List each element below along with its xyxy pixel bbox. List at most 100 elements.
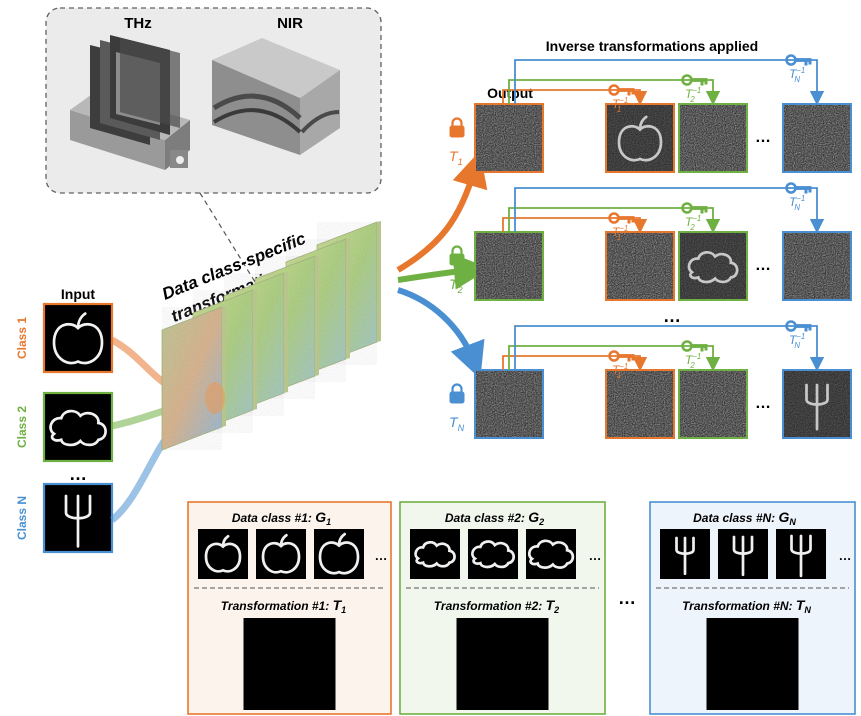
class-side-label: Class 1 <box>15 317 29 359</box>
nir-label: NIR <box>277 15 303 32</box>
apple-drawing-icon <box>318 532 360 575</box>
inverse-path <box>514 59 825 106</box>
inverse-result <box>605 369 675 439</box>
class-panel-1: Data class #1: G1…Transformation #1: T1 <box>187 501 392 715</box>
thz-label: THz <box>124 15 152 32</box>
thz-device-icon <box>70 35 190 170</box>
class-side-label: Class N <box>15 496 29 540</box>
row-ellipsis: … <box>755 257 771 274</box>
output-label: Output <box>487 85 533 101</box>
fork-drawing-icon <box>805 383 829 431</box>
input-class-2: Class 2 <box>15 391 114 463</box>
class-sample <box>410 529 460 579</box>
diffractive-layer-stack <box>161 221 381 451</box>
input-class-1: Class 1 <box>15 302 114 374</box>
inset-connector-line <box>199 192 261 291</box>
encrypted-output <box>474 369 544 439</box>
fork-drawing-icon <box>675 536 695 576</box>
transformation-mask <box>243 618 336 710</box>
fork-drawing-icon <box>64 494 92 548</box>
sample-ellipsis: … <box>589 548 602 563</box>
inverse-title: Inverse transformations applied <box>546 38 758 54</box>
class-sample <box>660 529 710 579</box>
class-sample <box>314 529 364 579</box>
lock-key-label: T2 <box>449 276 463 295</box>
input-ellipsis: … <box>69 464 87 484</box>
fork-drawing-icon <box>790 534 812 578</box>
row-ellipsis: … <box>755 129 771 146</box>
cloud-drawing-icon <box>49 409 107 447</box>
class-sample <box>776 529 826 579</box>
transformation-mask <box>456 618 549 710</box>
inverse-result <box>605 231 675 301</box>
sample-ellipsis: … <box>375 548 388 563</box>
class-side-label: Class 2 <box>15 406 29 448</box>
rows-ellipsis: … <box>663 306 681 326</box>
fork-drawing-icon <box>732 535 754 577</box>
fabricated-devices-inset: THz NIR <box>45 7 382 194</box>
panel-transform-header: Transformation #N: TN <box>682 597 811 615</box>
inverse-path <box>502 355 648 372</box>
lock-icon <box>448 245 466 267</box>
inverse-path <box>508 79 721 106</box>
lock-key-label: TN <box>449 414 465 433</box>
inverse-path <box>514 325 825 372</box>
class-panel-2: Data class #2: G2 … Transformation #2: T2 <box>399 501 606 715</box>
class-sample <box>718 529 768 579</box>
inverse-path <box>502 89 648 106</box>
inverse-result <box>782 103 852 173</box>
panel-header: Data class #N: GN <box>693 509 796 527</box>
apple-drawing-icon <box>52 312 104 365</box>
panel-header: Data class #2: G2 <box>445 509 544 527</box>
apple-drawing-icon <box>617 115 663 162</box>
output-beam-classN <box>397 287 485 379</box>
cloud-drawing-icon <box>687 251 739 284</box>
apple-drawing-icon <box>261 533 301 574</box>
inverse-result <box>782 231 852 301</box>
apple-drawing-icon <box>204 534 242 573</box>
output-beam-class1 <box>396 150 488 273</box>
panel-transform-header: Transformation #1: T1 <box>221 597 346 615</box>
inverse-path <box>514 187 825 234</box>
inverse-path <box>502 217 648 234</box>
lock-key-label: T1 <box>449 148 463 167</box>
row-ellipsis: … <box>755 395 771 412</box>
inverse-result <box>678 103 748 173</box>
panels-ellipsis: … <box>618 588 636 608</box>
inverse-path <box>508 207 721 234</box>
class-sample <box>526 529 576 579</box>
class-sample <box>198 529 248 579</box>
input-class-3: Class N <box>15 482 114 554</box>
encrypted-output <box>474 231 544 301</box>
nir-device-icon <box>212 38 340 155</box>
transformation-mask <box>706 618 799 710</box>
cloud-drawing-icon <box>527 539 575 569</box>
inverse-result <box>678 369 748 439</box>
output-beam-class2 <box>397 253 490 290</box>
cloud-drawing-icon <box>414 541 456 568</box>
lock-icon <box>448 117 466 139</box>
encrypted-output <box>474 103 544 173</box>
cloud-drawing-icon <box>471 540 516 569</box>
class-panel-3: Data class #N: GN…Transformation #N: TN <box>649 501 856 715</box>
class-sample <box>468 529 518 579</box>
input-label: Input <box>61 286 96 302</box>
diffractive-layer <box>161 306 226 451</box>
lock-icon <box>448 383 466 405</box>
class-sample <box>256 529 306 579</box>
panel-transform-header: Transformation #2: T2 <box>434 597 559 615</box>
inverse-path <box>508 345 721 372</box>
